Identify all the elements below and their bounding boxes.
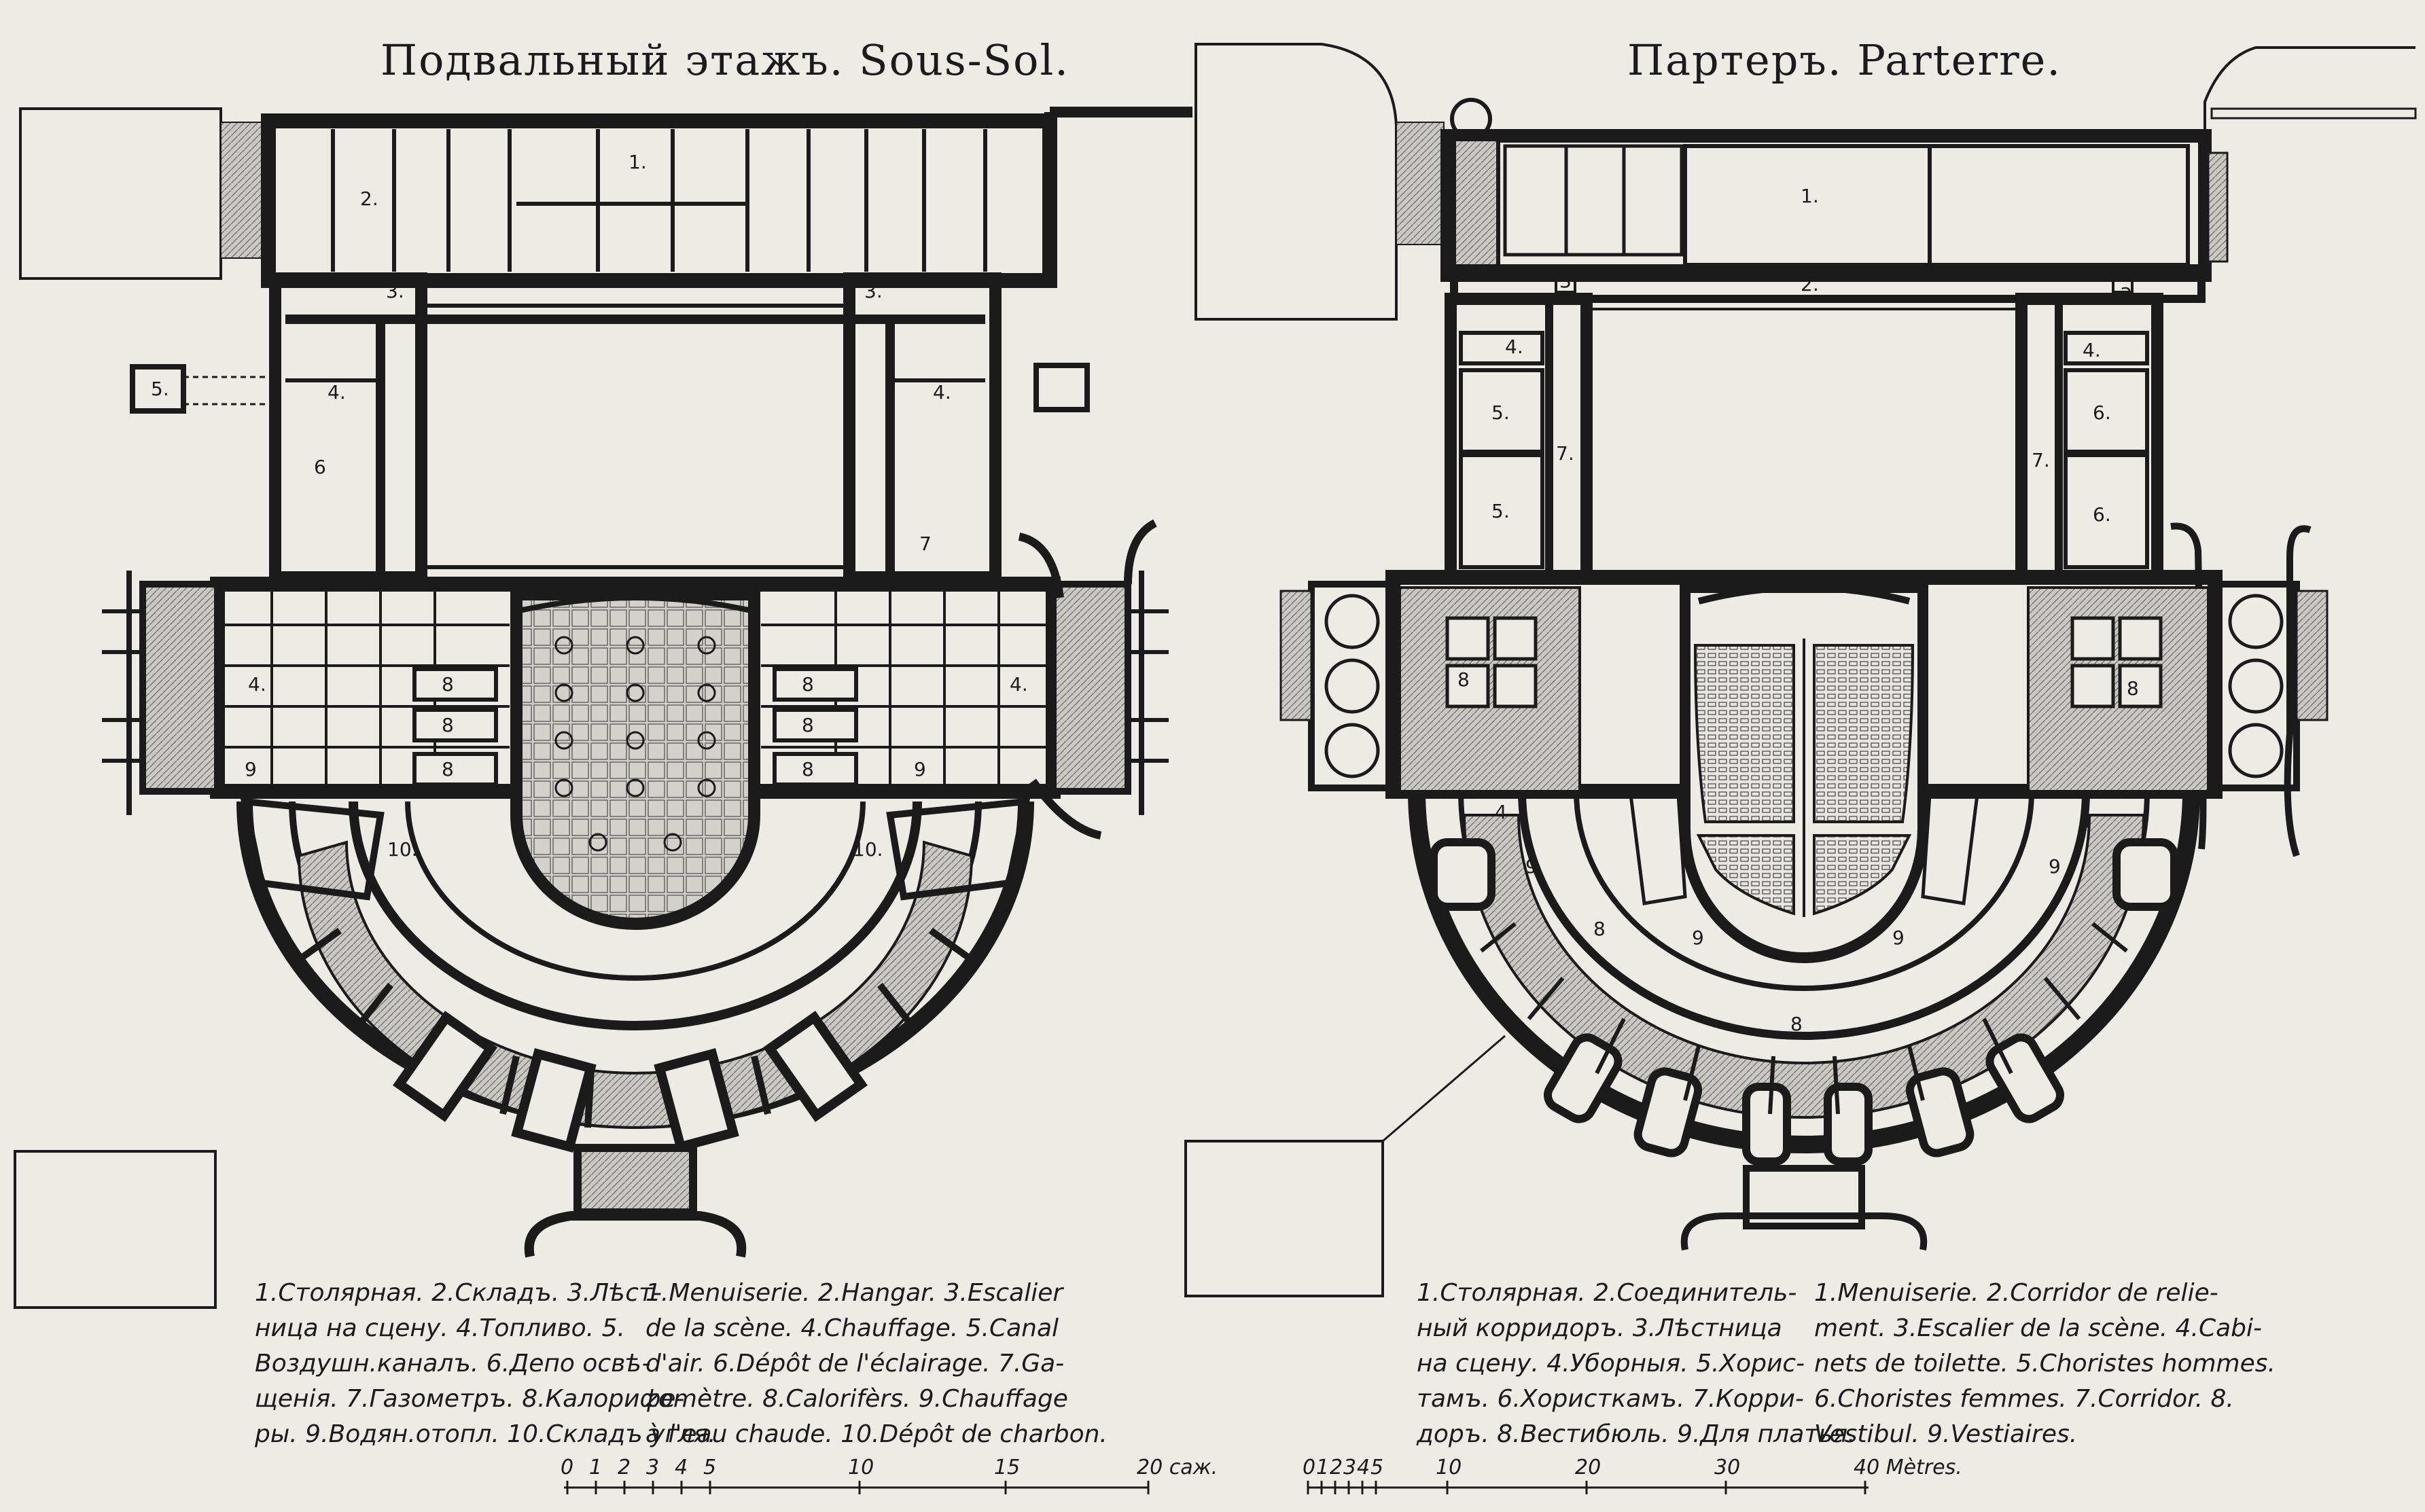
left-tick-10: 10 <box>848 1456 874 1479</box>
left-label-10a: 10. <box>387 838 418 861</box>
left-tick-20: 20 саж. <box>1137 1456 1218 1479</box>
right-tick-1: 1 <box>1316 1456 1329 1479</box>
left-tick-15: 15 <box>994 1456 1020 1479</box>
left-label-3a: 3. <box>386 280 404 302</box>
parterre-legend-ru: 1.Столярная. 2.Соединитель- ный корридор… <box>1417 1276 1856 1452</box>
legend-line: Воздушн.каналъ. 6.Депо освѣ- <box>255 1350 651 1378</box>
right-label-6a: 6. <box>2093 401 2111 424</box>
left-tick-3: 3 <box>646 1456 659 1479</box>
right-label-9a: 9 <box>1525 855 1538 878</box>
right-tick-30: 30 <box>1714 1456 1740 1479</box>
right-tick-10: 10 <box>1436 1456 1462 1479</box>
right-label-4b: 4. <box>2083 339 2101 361</box>
left-label-8e: 8 <box>802 714 814 736</box>
left-label-5: 5. <box>151 378 169 400</box>
left-label-8f: 8 <box>802 758 814 780</box>
left-label-4d: 4. <box>1010 673 1028 696</box>
right-label-4d: 4 <box>2079 810 2091 832</box>
left-label-4b: 4. <box>933 381 951 403</box>
basement-room-labels: 1. 2. 3. 3. 4. 4. 4. 4. 5. 6 7 8 8 8 8 8… <box>151 151 1028 861</box>
left-tick-5: 5 <box>703 1456 716 1479</box>
right-label-3b: 3 <box>2120 283 2132 306</box>
legend-line: доръ. 8.Вестибюль. 9.Для платья. <box>1417 1420 1856 1448</box>
right-label-7a: 7. <box>1556 442 1574 465</box>
right-label-8b: 8 <box>2127 677 2139 700</box>
right-label-9b: 9 <box>1692 926 1704 949</box>
basement-legend-ru: 1.Столярная. 2.Складъ. 3.Лѣст- ница на с… <box>255 1276 716 1452</box>
right-label-5b: 5. <box>1491 500 1510 522</box>
left-label-4c: 4. <box>248 673 266 696</box>
left-label-8c: 8 <box>442 758 454 780</box>
left-tick-4: 4 <box>675 1456 688 1479</box>
left-tick-2: 2 <box>618 1456 631 1479</box>
parterre-legend-fr: 1.Menuiserie. 2.Corridor de relie- ment.… <box>1814 1276 2276 1452</box>
legend-line: Vestibul. 9.Vestiaires. <box>1814 1420 2078 1448</box>
right-tick-40: 40 Mètres. <box>1854 1456 1962 1479</box>
right-label-7b: 7. <box>2032 449 2050 471</box>
right-tick-3: 3 <box>1343 1456 1356 1479</box>
left-label-8a: 8 <box>442 673 454 696</box>
ground-floor-plan <box>1184 43 2417 1297</box>
basement-legend-fr: 1.Menuiserie. 2.Hangar. 3.Escalier de la… <box>645 1276 1108 1452</box>
right-label-2: 2. <box>1801 273 1819 295</box>
left-label-8d: 8 <box>802 673 814 696</box>
legend-line: 1.Столярная. 2.Соединитель- <box>1417 1279 1797 1307</box>
legend-line: ры. 9.Водян.отопл. 10.Складъ угля. <box>255 1420 716 1448</box>
legend-line: 1.Menuiserie. 2.Hangar. 3.Escalier <box>645 1279 1063 1307</box>
legend-line: 1.Столярная. 2.Складъ. 3.Лѣст- <box>255 1279 662 1307</box>
legend-line: на сцену. 4.Уборныя. 5.Хорис- <box>1417 1350 1805 1378</box>
legend-line: zomètre. 8.Calorifèrs. 9.Chauffage <box>645 1385 1068 1413</box>
right-label-8c: 8 <box>1593 918 1606 940</box>
left-tick-0: 0 <box>561 1456 573 1479</box>
right-label-6b: 6. <box>2093 503 2111 526</box>
left-label-3b: 3. <box>864 280 883 302</box>
basement-title: Подвальный этажъ. Sous-Sol. <box>380 35 1070 85</box>
right-tick-4: 4 <box>1357 1456 1370 1479</box>
right-label-3a: 3 <box>1559 270 1572 292</box>
parterre-room-labels: 1. 2. 3 3 4. 4. 4 4 5. 5. 6. 6. 7. 7. 8 … <box>1457 185 2139 1035</box>
scale-tick-labels: 0 1 2 3 4 5 10 15 20 саж. 0 1 2 3 4 5 10… <box>561 1456 1962 1479</box>
left-label-1: 1. <box>629 151 647 173</box>
left-label-9b: 9 <box>914 758 926 780</box>
legend-line: щенія. 7.Газометръ. 8.Калорифе- <box>255 1385 685 1413</box>
legend-line: à l'eau chaude. 10.Dépôt de charbon. <box>645 1420 1108 1448</box>
scale-bars <box>564 1481 1869 1494</box>
left-label-4a: 4. <box>328 381 346 403</box>
legend-line: тамъ. 6.Хористкамъ. 7.Корри- <box>1417 1385 1804 1413</box>
right-tick-5: 5 <box>1370 1456 1383 1479</box>
right-tick-0: 0 <box>1303 1456 1315 1479</box>
right-label-9d: 9 <box>2049 855 2061 878</box>
right-label-9c: 9 <box>1892 926 1905 949</box>
legend-line: 6.Choristes femmes. 7.Corridor. 8. <box>1814 1385 2234 1413</box>
right-label-4c: 4 <box>1495 801 1507 823</box>
left-label-9a: 9 <box>245 758 257 780</box>
left-label-2: 2. <box>360 187 378 210</box>
left-label-7: 7 <box>919 533 932 555</box>
legend-line: d'air. 6.Dépôt de l'éclairage. 7.Ga- <box>645 1350 1065 1378</box>
right-tick-2: 2 <box>1330 1456 1343 1479</box>
left-tick-1: 1 <box>589 1456 602 1479</box>
legend-line: de la scène. 4.Chauffage. 5.Canal <box>645 1314 1059 1342</box>
left-label-6: 6 <box>314 456 326 478</box>
parterre-title: Партеръ. Parterre. <box>1627 35 2062 85</box>
right-label-8d: 8 <box>1790 1013 1803 1035</box>
legend-line: nets de toilette. 5.Choristes hommes. <box>1814 1350 2276 1378</box>
legend-line: 1.Menuiserie. 2.Corridor de relie- <box>1814 1279 2218 1307</box>
left-label-8b: 8 <box>442 714 454 736</box>
right-tick-20: 20 <box>1575 1456 1601 1479</box>
right-label-1: 1. <box>1801 185 1819 207</box>
legend-line: ment. 3.Escalier de la scène. 4.Cabi- <box>1814 1314 2263 1342</box>
right-label-5a: 5. <box>1491 401 1510 424</box>
legend-line: ный корридоръ. 3.Лѣстница <box>1417 1314 1782 1342</box>
right-label-8a: 8 <box>1457 668 1470 691</box>
basement-floor-plan <box>14 107 1192 1309</box>
legend-line: ница на сцену. 4.Топливо. 5. <box>255 1314 625 1342</box>
right-label-4a: 4. <box>1505 336 1523 358</box>
left-label-10b: 10. <box>853 838 883 861</box>
